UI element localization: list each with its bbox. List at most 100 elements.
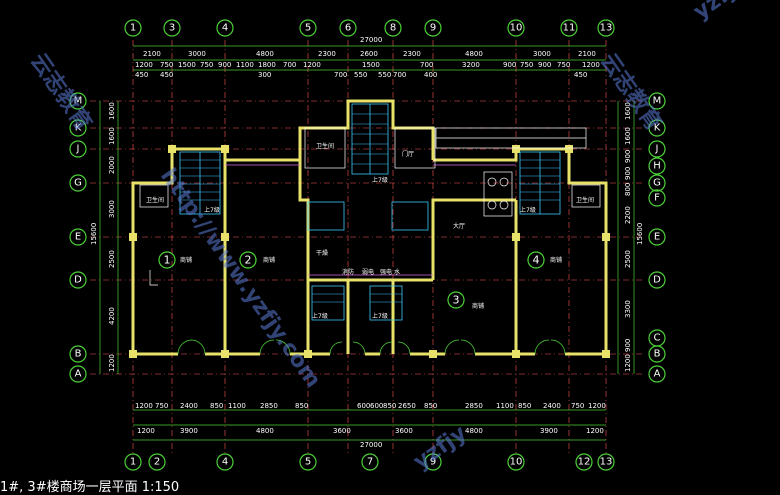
dim-text: 1100 — [228, 402, 246, 410]
dim-text: 1200 — [586, 427, 604, 435]
top-dims-row2: 1200 750 1500 750 900 1100 1800 700 1200… — [135, 61, 600, 69]
axis-label: D — [653, 275, 661, 286]
dim-text: 4800 — [465, 427, 483, 435]
wc-center-label: 卫生间 — [316, 142, 334, 150]
lobby-label: 大厅 — [453, 222, 465, 230]
total-height-right: 15600 — [636, 223, 644, 245]
dim-text: 2400 — [543, 402, 561, 410]
axis-label: A — [654, 369, 661, 380]
dim-text: 2300 — [403, 50, 421, 58]
axis-label: 9 — [430, 457, 436, 468]
axis-label: 2 — [154, 457, 160, 468]
fixtures — [139, 127, 601, 286]
dim-text: 1800 — [258, 61, 276, 69]
room-number: 3 — [453, 294, 460, 307]
dim-text: 3000 — [188, 50, 206, 58]
axis-label: 13 — [600, 23, 613, 34]
dim-text: 300 — [258, 71, 271, 79]
axis-label: 1 — [130, 457, 136, 468]
axis-label: 8 — [390, 23, 396, 34]
axis-label: G — [653, 178, 661, 189]
axis-label: K — [75, 123, 82, 134]
right-dims: 1600 1600 900 900 800 2200 2500 3300 900… — [624, 102, 632, 372]
dim-text: 800 — [624, 183, 632, 196]
axis-label: 11 — [563, 23, 576, 34]
room-number: 4 — [533, 254, 540, 267]
bottom-dims-row1: 1200 750 2400 850 1100 2850 850 600 600 … — [135, 402, 606, 410]
axis-label: 6 — [345, 23, 351, 34]
stair-up-bottom-right: 上7级 — [372, 312, 388, 320]
dim-text: 1600 — [624, 102, 632, 120]
watermark-short: yzfjy — [409, 421, 471, 475]
dim-text: 2400 — [180, 402, 198, 410]
dim-text: 1600 — [108, 102, 116, 120]
axis-label: 13 — [600, 457, 613, 468]
dim-text: 850 — [518, 402, 531, 410]
dim-text: 550 — [378, 71, 391, 79]
axis-label: 9 — [430, 23, 436, 34]
axis-label: H — [653, 161, 661, 172]
dim-text: 2650 — [398, 402, 416, 410]
dim-text: 3900 — [540, 427, 558, 435]
room-label: 商铺 — [472, 302, 484, 310]
dim-text: 900 — [624, 339, 632, 352]
dim-text: 400 — [424, 71, 437, 79]
stair-up-bottom-left: 上7级 — [312, 312, 328, 320]
dim-text: 1100 — [496, 402, 514, 410]
dim-text: 3900 — [180, 427, 198, 435]
axis-grid-lines — [90, 40, 645, 455]
dim-text: 900 — [538, 61, 551, 69]
dim-text: 4800 — [256, 50, 274, 58]
dim-text: 1200 — [135, 402, 153, 410]
axis-label: C — [654, 333, 661, 344]
dim-text: 450 — [574, 71, 587, 79]
dim-text: 700 — [283, 61, 296, 69]
dim-text: 2850 — [465, 402, 483, 410]
watermark-brand: 云志教育 — [25, 49, 97, 136]
hall-label: 门厅 — [402, 150, 414, 158]
dim-text: 2600 — [360, 50, 378, 58]
dim-text: 1200 — [624, 354, 632, 372]
accent-lines — [225, 164, 516, 276]
dim-text: 3600 — [395, 427, 413, 435]
dim-text: 4800 — [256, 427, 274, 435]
axis-label: 3 — [169, 23, 175, 34]
fire-label: 消防 — [342, 268, 354, 276]
room-small-labels: 卫生间 卫生间 卫生间 上7级 上7级 上7级 上7级 上7级 门厅 大厅 干燥… — [146, 142, 594, 320]
dim-text: 2850 — [260, 402, 278, 410]
axis-label: 5 — [305, 23, 311, 34]
room-label: 商铺 — [550, 256, 562, 264]
dim-text: 900 — [624, 167, 632, 180]
dim-text: 850 — [295, 402, 308, 410]
axis-label: 12 — [578, 457, 591, 468]
axis-label: J — [655, 144, 659, 155]
axis-label: F — [654, 193, 660, 204]
wc-right-label: 卫生间 — [576, 196, 594, 204]
dim-text: 4200 — [108, 307, 116, 325]
axis-label: 10 — [510, 23, 523, 34]
axis-label: B — [654, 349, 661, 360]
room-label: 商铺 — [180, 256, 192, 264]
axis-label: K — [654, 123, 661, 134]
room-number: 2 — [245, 254, 252, 267]
bottom-axis-bubbles: 1 2 4 5 7 9 10 12 13 — [124, 453, 615, 471]
dim-text: 850 — [424, 402, 437, 410]
dim-text: 2500 — [108, 250, 116, 268]
dim-text: 700 — [420, 61, 433, 69]
dim-text: 4800 — [465, 50, 483, 58]
dim-text: 2200 — [624, 206, 632, 224]
dim-text: 1200 — [135, 61, 153, 69]
axis-label: 1 — [130, 23, 136, 34]
dim-text: 900 — [624, 150, 632, 163]
dim-text: 2500 — [624, 250, 632, 268]
dim-text: 1500 — [362, 61, 380, 69]
dim-text: 900 — [503, 61, 516, 69]
dim-text: 1600 — [624, 127, 632, 145]
dim-text: 2000 — [108, 156, 116, 174]
doors — [177, 339, 566, 355]
dim-text: 450 — [160, 71, 173, 79]
dim-text: 3200 — [462, 61, 480, 69]
left-axis-bubbles: M K J G E D B A — [69, 92, 87, 383]
right-axis-bubbles: M K J H G F E D C B A — [648, 92, 666, 383]
axis-label: 7 — [367, 457, 373, 468]
